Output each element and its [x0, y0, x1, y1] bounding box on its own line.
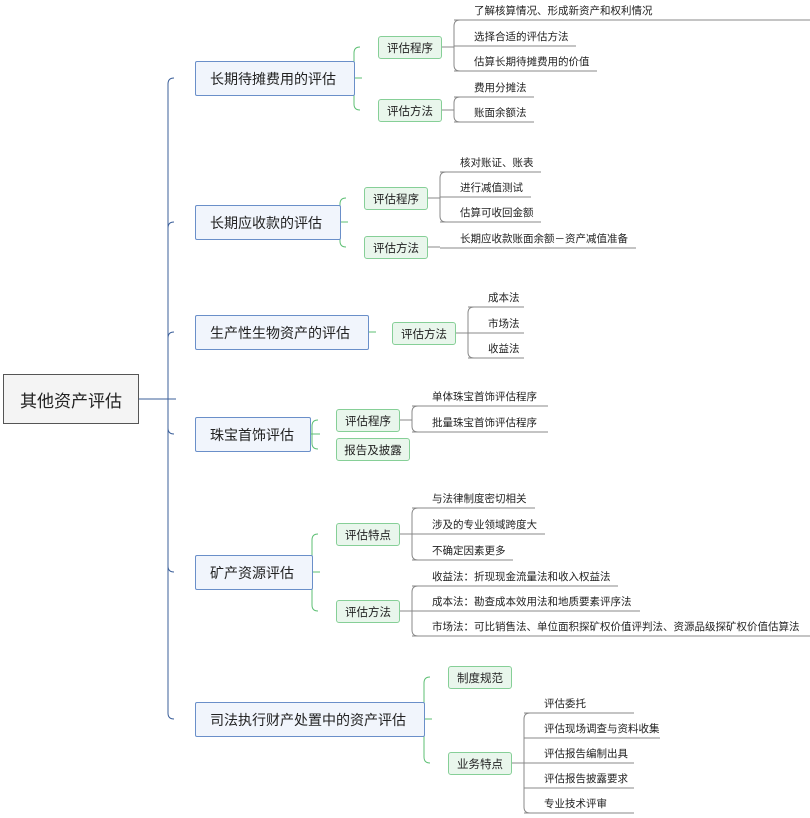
leaf-item: 费用分摊法 — [474, 82, 527, 94]
topic-node: 评估程序 — [336, 409, 400, 432]
leaf-item: 收益法：折现现金流量法和收入权益法 — [432, 571, 611, 583]
leaf-item: 专业技术评审 — [544, 798, 607, 810]
leaf-item: 进行减值测试 — [460, 182, 523, 194]
leaf-item: 选择合适的评估方法 — [474, 31, 569, 43]
branch-connector — [353, 46, 362, 111]
leaf-item: 市场法：可比销售法、单位面积探矿权价值评判法、资源品级探矿权价值估算法 — [432, 621, 800, 633]
leaf-item: 批量珠宝首饰评估程序 — [432, 417, 537, 429]
branch-connector — [311, 533, 320, 612]
leaf-bracket — [400, 405, 419, 433]
branch-connector — [339, 197, 348, 248]
leaf-item: 评估报告披露要求 — [544, 773, 628, 785]
leaf-item: 评估委托 — [544, 698, 586, 710]
root-node: 其他资产评估 — [3, 374, 139, 424]
topic-node: 评估方法 — [392, 322, 456, 345]
leaf-item: 账面余额法 — [474, 107, 527, 119]
leaf-item: 评估现场调查与资料收集 — [544, 723, 660, 735]
leaf-item: 与法律制度密切相关 — [432, 493, 527, 505]
branch-node: 司法执行财产处置中的资产评估 — [195, 702, 425, 737]
topic-node: 评估方法 — [378, 99, 442, 122]
leaf-bracket — [442, 96, 461, 123]
topic-node: 制度规范 — [448, 666, 512, 689]
branch-node: 珠宝首饰评估 — [195, 417, 311, 452]
branch-connector — [367, 331, 376, 334]
topic-node: 评估方法 — [364, 236, 428, 259]
topic-node: 报告及披露 — [336, 438, 410, 461]
leaf-item: 成本法：勘查成本效用法和地质要素评序法 — [432, 596, 632, 608]
leaf-item: 单体珠宝首饰评估程序 — [432, 391, 537, 403]
topic-node: 评估程序 — [364, 187, 428, 210]
topic-node: 评估方法 — [336, 600, 400, 623]
root-connector — [139, 77, 176, 720]
branch-connector — [423, 676, 432, 764]
branch-node: 生产性生物资产的评估 — [195, 315, 369, 350]
leaf-item: 市场法 — [488, 318, 520, 330]
leaf-item: 收益法 — [488, 343, 520, 355]
leaf-item: 长期应收款账面余额－资产减值准备 — [460, 233, 628, 245]
leaf-item: 了解核算情况、形成新资产和权利情况 — [474, 5, 653, 17]
leaf-item: 核对账证、账表 — [460, 157, 534, 169]
branch-connector — [311, 419, 320, 450]
leaf-item: 不确定因素更多 — [432, 545, 506, 557]
leaf-item: 估算长期待摊费用的价值 — [474, 56, 590, 68]
topic-node: 评估特点 — [336, 523, 400, 546]
leaf-item: 估算可收回金额 — [460, 207, 534, 219]
topic-node: 评估程序 — [378, 36, 442, 59]
topic-node: 业务特点 — [448, 752, 512, 775]
branch-node: 矿产资源评估 — [195, 555, 313, 590]
leaf-item: 评估报告编制出具 — [544, 748, 628, 760]
branch-node: 长期待摊费用的评估 — [195, 61, 355, 96]
leaf-item: 成本法 — [488, 292, 520, 304]
branch-node: 长期应收款的评估 — [195, 205, 341, 240]
leaf-item: 涉及的专业领域跨度大 — [432, 519, 537, 531]
